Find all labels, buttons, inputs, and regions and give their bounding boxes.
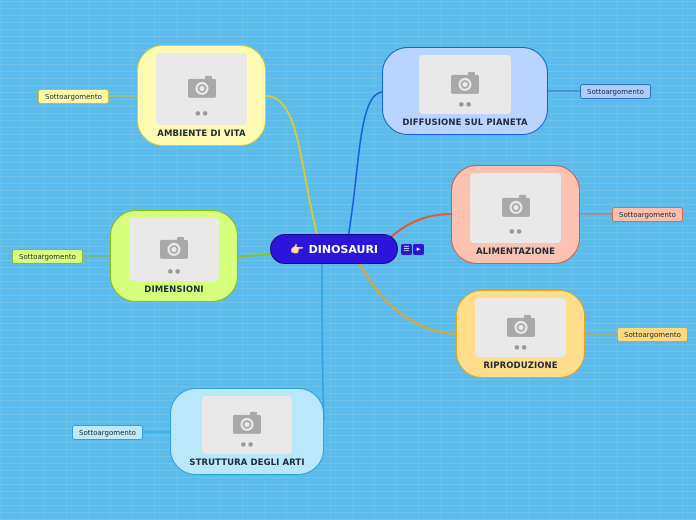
subtopic-dimensioni[interactable]: Sottoargomento (12, 249, 83, 264)
topic-diffusione-sul-pianeta[interactable]: ● ● DIFFUSIONE SUL PIANETA (382, 47, 548, 135)
connector-alimentazione (389, 213, 453, 239)
camera-icon (451, 71, 479, 94)
image-placeholder[interactable]: ● ● (475, 298, 566, 357)
connector-struttura (321, 262, 325, 421)
subtopic-diffusione[interactable]: Sottoargomento (580, 84, 651, 99)
topic-label: DIFFUSIONE SUL PIANETA (402, 118, 528, 128)
subtopic-struttura[interactable]: Sottoargomento (72, 425, 143, 440)
topic-label: STRUTTURA DEGLI ARTI (189, 458, 305, 468)
topic-riproduzione[interactable]: ● ● RIPRODUZIONE (456, 290, 585, 378)
topic-ambiente-di-vita[interactable]: ● ● AMBIENTE DI VITA (137, 45, 266, 146)
pointing-hand-icon: 👉🏻 (289, 242, 304, 256)
topic-label: RIPRODUZIONE (483, 361, 558, 371)
image-placeholder[interactable]: ● ● (202, 396, 292, 454)
central-topic-label: DINOSAURI (308, 242, 379, 256)
topic-dimensioni[interactable]: ● ● DIMENSIONI (110, 210, 238, 302)
topic-label: AMBIENTE DI VITA (157, 129, 246, 139)
topic-label: ALIMENTAZIONE (475, 247, 556, 257)
pager-dots[interactable]: ● ● (458, 101, 472, 108)
camera-icon (187, 75, 216, 98)
image-placeholder[interactable]: ● ● (129, 218, 219, 281)
connector-ambiente (265, 95, 319, 239)
subtopic-ambiente[interactable]: Sottoargomento (38, 89, 109, 104)
camera-icon (501, 194, 530, 217)
topic-struttura-degli-arti[interactable]: ● ● STRUTTURA DEGLI ARTI (170, 388, 324, 475)
pager-dots[interactable]: ● ● (509, 228, 522, 235)
central-topic-dinosauri[interactable]: 👉🏻 DINOSAURI (270, 234, 398, 264)
connector-diffusione (347, 91, 384, 239)
connector-riproduzione (357, 261, 458, 335)
camera-icon (506, 314, 535, 337)
subtopic-riproduzione[interactable]: Sottoargomento (617, 327, 688, 342)
image-placeholder[interactable]: ● ● (470, 173, 561, 243)
flag-icon[interactable]: ▸ (413, 244, 424, 255)
pager-dots[interactable]: ● ● (514, 344, 527, 351)
pager-dots[interactable]: ● ● (167, 268, 181, 275)
pager-dots[interactable]: ● ● (195, 110, 208, 117)
camera-icon (233, 411, 261, 434)
image-placeholder[interactable]: ● ● (419, 55, 511, 114)
image-placeholder[interactable]: ● ● (156, 53, 247, 125)
pager-dots[interactable]: ● ● (240, 441, 254, 448)
notes-icon[interactable]: ☰ (401, 244, 412, 255)
topic-alimentazione[interactable]: ● ● ALIMENTAZIONE (451, 165, 580, 264)
topic-label: DIMENSIONI (144, 285, 204, 295)
subtopic-alimentazione[interactable]: Sottoargomento (612, 207, 683, 222)
connector-dimensioni (237, 253, 273, 257)
camera-icon (160, 236, 188, 259)
